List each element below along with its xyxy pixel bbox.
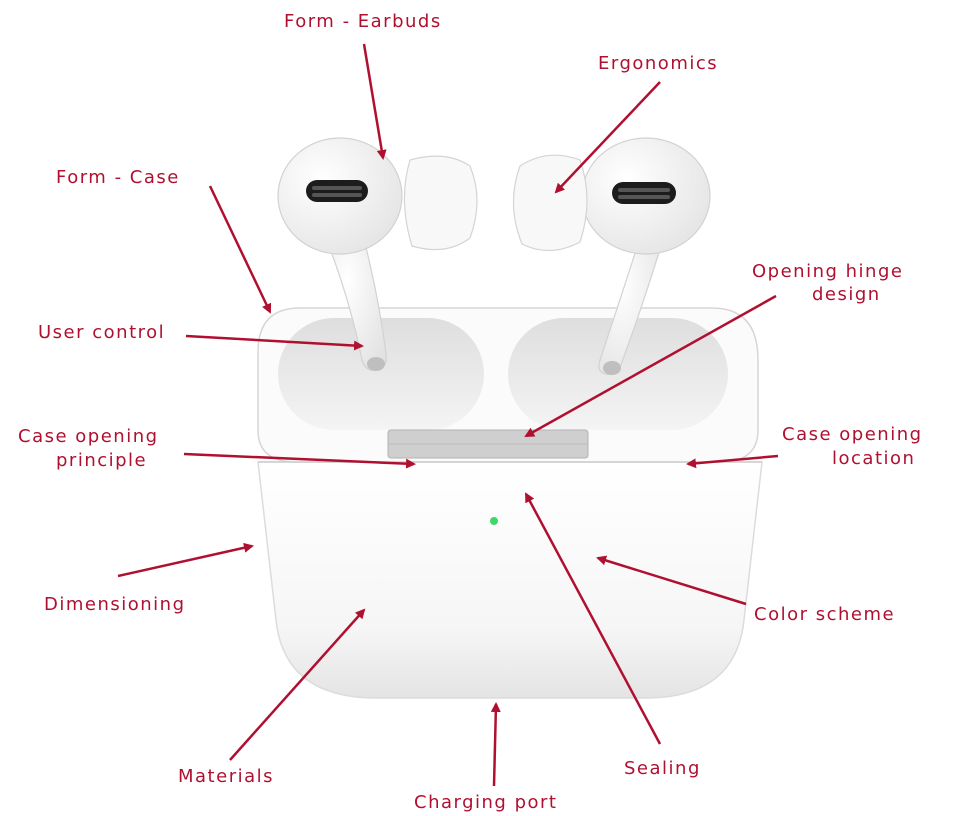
label-case-opening-principle-line1: Case opening: [18, 426, 159, 447]
label-case-opening-location-line2: location: [832, 448, 915, 469]
label-sealing: Sealing: [624, 758, 701, 779]
arrow-form-earbuds: [364, 44, 383, 158]
label-case-opening-location-line1: Case opening: [782, 424, 923, 445]
arrow-dimensioning: [118, 546, 252, 576]
label-charging-port: Charging port: [414, 792, 557, 813]
label-opening-hinge-line2: design: [812, 284, 881, 305]
sensor-grille: [306, 180, 368, 202]
arrow-charging-port: [494, 704, 496, 786]
earbuds-case-illustration: [258, 138, 762, 698]
label-opening-hinge-line1: Opening hinge: [752, 261, 903, 282]
label-user-control: User control: [38, 322, 165, 343]
arrow-form-case: [210, 186, 270, 312]
label-form-earbuds: Form - Earbuds: [284, 11, 442, 32]
status-light-icon: [490, 517, 498, 525]
label-ergonomics: Ergonomics: [598, 53, 718, 74]
label-form-case: Form - Case: [56, 167, 180, 188]
label-case-opening-principle-line2: principle: [56, 450, 147, 471]
label-color-scheme: Color scheme: [754, 604, 895, 625]
label-materials: Materials: [178, 766, 274, 787]
label-dimensioning: Dimensioning: [44, 594, 186, 615]
sensor-grille: [612, 182, 676, 204]
charging-case: [258, 308, 762, 698]
